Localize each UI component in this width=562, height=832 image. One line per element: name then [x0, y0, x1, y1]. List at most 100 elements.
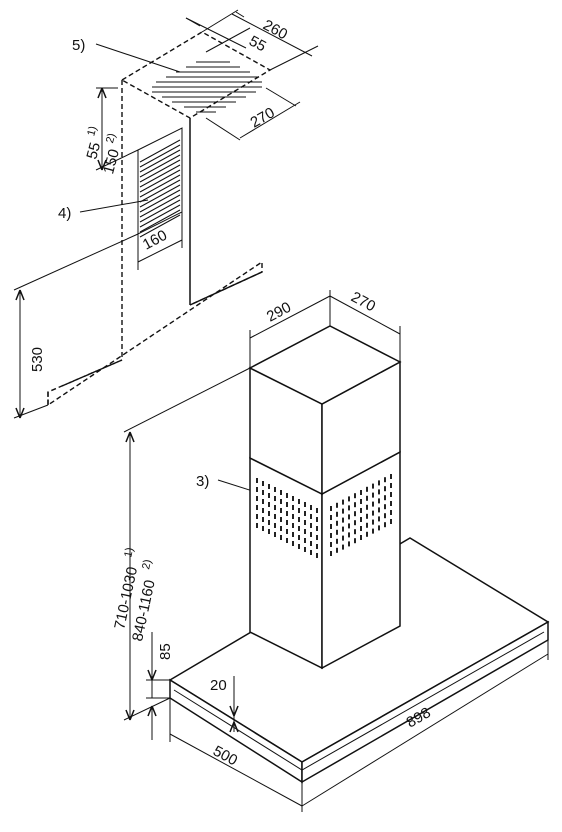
- vent-slot: [310, 505, 312, 510]
- vent-slot: [342, 526, 344, 532]
- vent-slot: [292, 541, 294, 546]
- label-55-top: 55: [246, 33, 269, 56]
- hatch-line: [139, 144, 181, 168]
- note-2-side: 2): [104, 132, 118, 145]
- vent-slot: [310, 523, 312, 528]
- vent-slot: [372, 510, 374, 516]
- vent-slot: [354, 529, 356, 535]
- vent-slot: [378, 498, 380, 504]
- label-85: 85: [157, 643, 174, 660]
- vent-slot: [384, 504, 386, 510]
- vent-slot: [348, 505, 350, 511]
- dimension-20: [229, 676, 239, 733]
- callout-5: 5): [72, 37, 85, 54]
- dimension-85: [146, 632, 170, 740]
- vent-slot: [298, 508, 300, 513]
- label-150-side: 150: [100, 147, 123, 176]
- vent-slot: [310, 532, 312, 537]
- vent-slot: [390, 519, 392, 524]
- vent-slot: [268, 529, 270, 534]
- vent-slot: [390, 474, 392, 479]
- vent-slot: [262, 499, 264, 504]
- hatch-line: [139, 209, 181, 233]
- vent-slot: [292, 532, 294, 537]
- wall-opening-hatch: [137, 127, 183, 238]
- vent-slot: [256, 478, 258, 483]
- ceiling-vent-grille: [152, 61, 262, 113]
- vent-slot: [360, 517, 362, 522]
- vent-slot: [304, 538, 306, 543]
- vent-slot: [360, 490, 362, 495]
- vent-slot: [354, 511, 356, 517]
- vent-slot: [348, 532, 350, 538]
- vent-slot: [342, 508, 344, 514]
- vent-slots-left: [256, 478, 318, 558]
- vent-slot: [304, 511, 306, 516]
- vent-slot: [336, 538, 338, 544]
- vent-slot: [336, 511, 338, 517]
- vent-slot: [348, 541, 350, 547]
- vent-slot: [330, 524, 332, 529]
- vent-slot: [274, 514, 276, 519]
- vent-slot: [384, 522, 386, 528]
- vent-slot: [342, 517, 344, 523]
- vent-slot: [316, 517, 318, 522]
- vent-slot: [366, 504, 368, 510]
- vent-slot: [304, 547, 306, 552]
- label-530: 530: [29, 347, 46, 372]
- vent-slot: [342, 499, 344, 505]
- vent-slot: [262, 526, 264, 531]
- vent-slot: [286, 511, 288, 516]
- vent-slot: [378, 516, 380, 522]
- vent-slot: [384, 486, 386, 492]
- label-opening-offset: 55 1) 150 2): [83, 125, 123, 176]
- vent-slot: [354, 520, 356, 526]
- vent-slot: [292, 496, 294, 501]
- callout-leaders: [79, 43, 263, 495]
- hatch-line: [139, 169, 181, 193]
- vent-slot: [316, 553, 318, 558]
- vent-slot: [316, 535, 318, 540]
- label-500: 500: [210, 743, 240, 770]
- label-20: 20: [210, 677, 227, 694]
- vent-slot: [256, 523, 258, 528]
- hatch-line: [139, 179, 181, 203]
- vent-slot: [280, 490, 282, 495]
- vent-slot: [304, 529, 306, 534]
- vent-slot: [366, 531, 368, 537]
- vent-slot: [256, 487, 258, 492]
- vent-slot: [372, 501, 374, 507]
- dimension-160: [137, 212, 183, 270]
- vent-slot: [268, 511, 270, 516]
- hatch-line: [139, 184, 181, 208]
- vent-slot: [316, 526, 318, 531]
- dimension-500: [169, 698, 303, 812]
- vent-slot: [360, 535, 362, 540]
- vent-slot: [262, 517, 264, 522]
- vent-slot: [372, 519, 374, 525]
- vent-slot: [366, 486, 368, 492]
- vent-slot: [274, 487, 276, 492]
- vent-slot: [342, 544, 344, 550]
- note-2-total: 2): [140, 558, 154, 570]
- vent-slots-right: [330, 474, 392, 556]
- vent-slot: [354, 493, 356, 499]
- vent-slot: [316, 508, 318, 513]
- vent-slot: [378, 480, 380, 486]
- dimension-270-chimney: [329, 295, 401, 362]
- vent-slot: [390, 492, 392, 497]
- vent-slot: [274, 496, 276, 501]
- vent-slot: [330, 515, 332, 520]
- hatch-line: [139, 139, 181, 163]
- vent-slot: [336, 529, 338, 535]
- vent-slot: [280, 517, 282, 522]
- vent-slot: [292, 523, 294, 528]
- note-1-side: 1): [85, 125, 99, 138]
- vent-slot: [274, 532, 276, 537]
- vent-slot: [348, 496, 350, 502]
- dimension-270-top: [205, 87, 301, 141]
- vent-slot: [336, 547, 338, 553]
- vent-slot: [286, 520, 288, 525]
- vent-slot: [268, 484, 270, 489]
